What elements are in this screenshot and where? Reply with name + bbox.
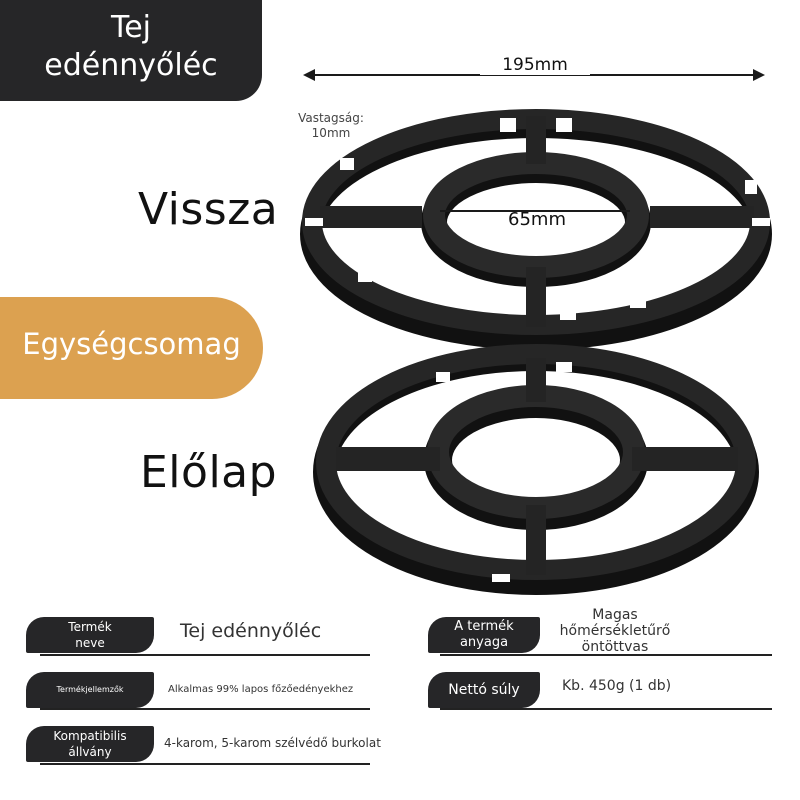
- spec-material-label-l2: anyaga: [459, 635, 509, 650]
- spec-features-underline: [40, 708, 370, 710]
- unit-package-badge: Egységcsomag: [0, 297, 263, 399]
- spec-material-label-l1: A termék: [454, 619, 514, 634]
- spec-weight-badge: Nettó súly: [428, 672, 540, 708]
- title-badge: Tej edénnyőléc: [0, 0, 262, 101]
- spec-weight-label: Nettó súly: [448, 682, 520, 698]
- spec-name-label-l1: Termék: [68, 620, 112, 634]
- front-view-ring: [313, 344, 759, 595]
- thickness-label: Vastagság: 10mm: [288, 111, 374, 141]
- thickness-label-title: Vastagság:: [298, 111, 364, 125]
- title-line-1: Tej: [110, 10, 152, 45]
- spec-name-badge: Termék neve: [26, 617, 154, 653]
- spec-name-underline: [40, 654, 370, 656]
- spec-features-badge: Termékjellemzők: [26, 672, 154, 708]
- width-dimension-label: 195mm: [480, 55, 590, 75]
- spec-compat-underline: [40, 763, 370, 765]
- spec-material-value-l2: hőmérsékletűrő: [559, 623, 671, 639]
- inner-dimension-line: [440, 210, 630, 212]
- spec-features-value: Alkalmas 99% lapos főzőedényekhez: [168, 684, 354, 695]
- spec-compat-value: 4-karom, 5-karom szélvédő burkolat: [164, 736, 381, 750]
- spec-material-underline: [440, 654, 772, 656]
- back-view-ring: [300, 109, 772, 350]
- spec-material-value: Magas hőmérsékletűrő öntöttvas: [548, 607, 682, 655]
- spec-material-value-l1: Magas: [592, 607, 638, 623]
- spec-weight-underline: [440, 708, 772, 710]
- width-dimension-arrow: [303, 69, 765, 81]
- spec-material-badge: A termék anyaga: [428, 617, 540, 653]
- title-line-2: edénnyőléc: [44, 48, 218, 83]
- spec-compat-label-l1: Kompatibilis: [53, 729, 127, 743]
- thickness-label-value: 10mm: [311, 126, 351, 140]
- spec-features-label: Termékjellemzők: [56, 685, 124, 694]
- front-view-label: Előlap: [140, 447, 278, 498]
- spec-material-value-l3: öntöttvas: [581, 639, 649, 655]
- spec-name-value: Tej edénnyőléc: [180, 620, 322, 642]
- inner-dimension-label: 65mm: [508, 209, 566, 230]
- spec-name-label-l2: neve: [75, 636, 105, 650]
- spec-compat-badge: Kompatibilis állvány: [26, 726, 154, 762]
- back-view-label: Vissza: [138, 184, 279, 235]
- spec-weight-value: Kb. 450g (1 db): [562, 678, 672, 694]
- spec-compat-label-l2: állvány: [68, 745, 112, 759]
- unit-package-label: Egységcsomag: [22, 327, 241, 361]
